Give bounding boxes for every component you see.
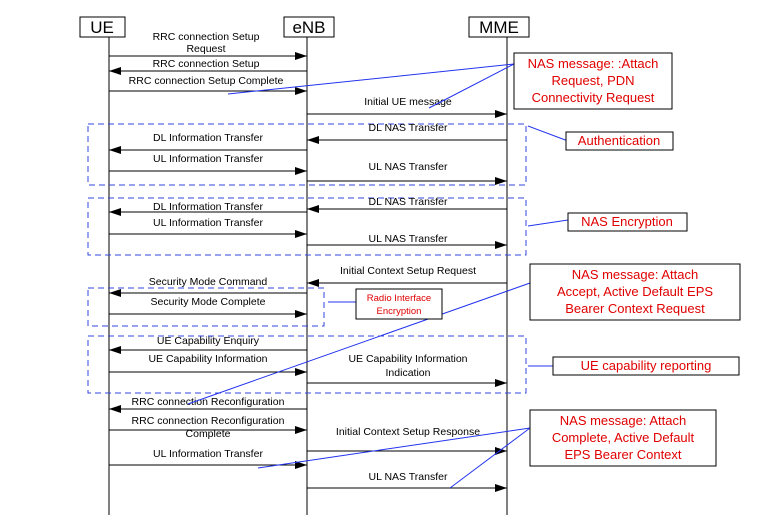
note-attach-complete-line-2: Complete, Active Default — [552, 430, 695, 445]
note-attach-complete: NAS message: Attach Complete, Active Def… — [529, 409, 717, 467]
note-attach-request-line-1: NAS message: :Attach — [528, 56, 659, 71]
note-attach-complete-line-1: NAS message: Attach — [560, 413, 686, 428]
note-attach-request: NAS message: :Attach Request, PDN Connec… — [513, 52, 673, 110]
label-ue-capability-info-indication-1: UE Capability Information — [348, 353, 467, 365]
label-ul-info-transfer-3: UL Information Transfer — [153, 448, 263, 460]
label-security-mode-command: Security Mode Command — [149, 276, 268, 288]
message-labels: RRC connection Setup Request RRC connect… — [129, 31, 481, 483]
label-initial-context-setup-request: Initial Context Setup Request — [340, 265, 476, 277]
ue-entity-box: UE — [79, 16, 126, 38]
label-dl-info-transfer-1: DL Information Transfer — [153, 132, 263, 144]
label-rrc-setup-request-1: RRC connection Setup — [153, 31, 260, 43]
label-rrc-reconfiguration-complete-1: RRC connection Reconfiguration — [132, 415, 285, 427]
note-authentication-text: Authentication — [578, 133, 660, 148]
note-ue-capability-text: UE capability reporting — [581, 358, 712, 373]
label-initial-context-setup-response: Initial Context Setup Response — [336, 426, 480, 438]
note-attach-complete-line-3: EPS Bearer Context — [564, 447, 681, 462]
note-attach-accept-line-2: Accept, Active Default EPS — [557, 284, 713, 299]
label-dl-nas-transfer-1: DL NAS Transfer — [369, 122, 448, 134]
note-nas-encryption-text: NAS Encryption — [581, 214, 673, 229]
label-ue-capability-information: UE Capability Information — [148, 353, 267, 365]
note-attach-accept-line-3: Bearer Context Request — [565, 301, 705, 316]
label-ue-capability-info-indication-2: Indication — [386, 367, 431, 379]
note-radio-line-1: Radio Interface — [367, 293, 431, 304]
label-dl-info-transfer-2: DL Information Transfer — [153, 201, 263, 213]
note-attach-accept: NAS message: Attach Accept, Active Defau… — [529, 263, 741, 321]
label-ul-nas-transfer-1: UL NAS Transfer — [369, 161, 448, 173]
radio-encryption-group — [87, 287, 325, 327]
note-nas-encryption: NAS Encryption — [567, 212, 688, 232]
ue-capability-group — [87, 335, 527, 394]
label-initial-ue-message: Initial UE message — [364, 96, 452, 108]
label-rrc-reconfiguration: RRC connection Reconfiguration — [132, 396, 285, 408]
label-rrc-setup-complete: RRC connection Setup Complete — [129, 75, 284, 87]
label-rrc-setup: RRC connection Setup — [153, 58, 260, 70]
label-ul-info-transfer-2: UL Information Transfer — [153, 217, 263, 229]
note-attach-request-line-2: Request, PDN — [551, 73, 634, 88]
note-radio-interface-encryption: Radio Interface Encryption — [355, 288, 443, 320]
mme-label: MME — [479, 18, 519, 37]
ue-label: UE — [90, 18, 114, 37]
label-rrc-reconfiguration-complete-2: Complete — [186, 428, 231, 440]
label-ul-nas-transfer-3: UL NAS Transfer — [369, 471, 448, 483]
note-attach-accept-line-1: NAS message: Attach — [572, 267, 698, 282]
note-authentication: Authentication — [565, 131, 674, 151]
note-radio-line-2: Encryption — [377, 306, 422, 317]
enb-label: eNB — [292, 18, 325, 37]
messages — [109, 52, 507, 492]
label-ul-info-transfer-1: UL Information Transfer — [153, 153, 263, 165]
label-ul-nas-transfer-2: UL NAS Transfer — [369, 233, 448, 245]
label-security-mode-complete: Security Mode Complete — [151, 296, 266, 308]
nas-encryption-group — [87, 197, 527, 256]
note-attach-request-line-3: Connectivity Request — [532, 90, 655, 105]
enb-entity-box: eNB — [283, 16, 335, 38]
label-rrc-setup-request-2: Request — [186, 43, 225, 55]
callout-lines — [187, 63, 569, 489]
label-ue-capability-enquiry: UE Capability Enquiry — [157, 335, 260, 347]
mme-entity-box: MME — [468, 16, 530, 38]
label-dl-nas-transfer-2: DL NAS Transfer — [369, 196, 448, 208]
note-ue-capability-reporting: UE capability reporting — [552, 356, 740, 376]
